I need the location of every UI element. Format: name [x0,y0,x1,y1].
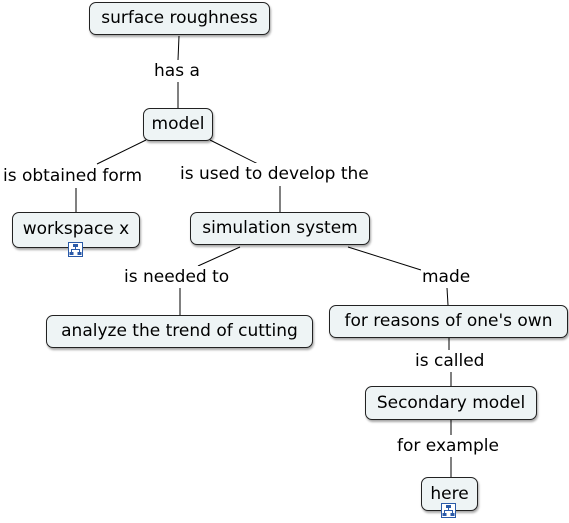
concept-surface-roughness[interactable]: surface roughness [89,2,270,35]
concept-workspace-x[interactable]: workspace x [12,212,140,248]
concept-analyze-trend[interactable]: analyze the trend of cutting [46,315,313,348]
submap-link-icon[interactable] [68,242,83,257]
submap-link-icon[interactable] [441,503,456,518]
link-label-is-called: is called [414,350,486,372]
link-label-made: made [421,266,472,288]
link-line [177,35,180,61]
link-line [197,246,241,267]
concept-secondary-model[interactable]: Secondary model [365,386,537,420]
link-label-has-a: has a [153,60,201,82]
link-line [347,246,422,271]
concept-simulation-system[interactable]: simulation system [190,212,370,245]
link-line [209,139,259,165]
link-label-obtained-form: is obtained form [2,165,144,187]
link-line [96,139,147,165]
concept-model[interactable]: model [143,108,213,141]
link-line [446,287,449,306]
link-label-for-example: for example [396,435,500,457]
link-label-used-to-develop: is used to develop the [179,163,370,185]
link-label-needed-to: is needed to [123,266,231,288]
concept-reasons[interactable]: for reasons of one's own [329,305,568,338]
